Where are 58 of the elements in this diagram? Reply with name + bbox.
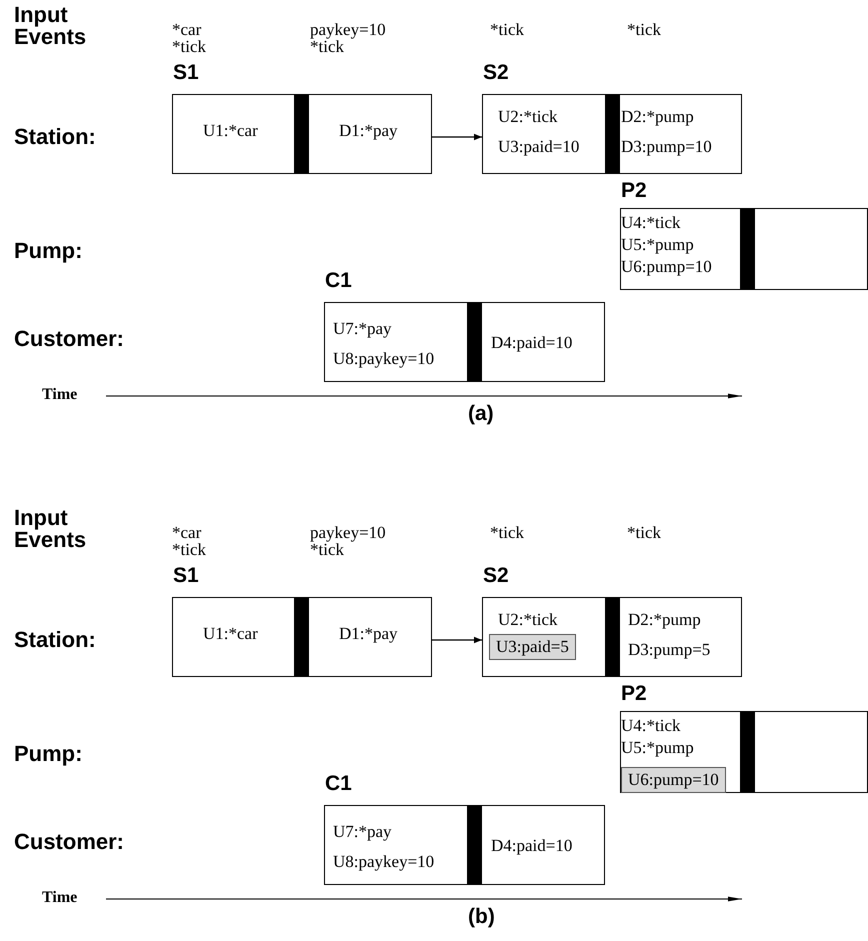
box-heading: P2 — [621, 682, 647, 706]
arrow — [432, 134, 482, 140]
row-label: Station: — [14, 629, 96, 651]
box-heading: C1 — [325, 772, 352, 796]
event-text: U1:*car — [203, 624, 258, 644]
row-label: Pump: — [14, 240, 82, 262]
event-text: U7:*pay — [333, 822, 392, 842]
box-heading: S1 — [173, 61, 199, 85]
highlighted-event: U6:pump=10 — [621, 767, 726, 793]
input-event: *tick — [310, 541, 344, 559]
highlighted-event: U3:paid=5 — [489, 634, 576, 660]
axis-label: Time — [42, 386, 78, 404]
row-label: Customer: — [14, 328, 124, 350]
input-event: paykey=10 — [310, 524, 386, 542]
row-label: Input Events — [14, 4, 88, 48]
event-text: U7:*pay — [333, 319, 392, 339]
event-text: D2:*pump — [621, 107, 694, 127]
panel-caption: (b) — [468, 905, 495, 929]
row-label: Pump: — [14, 743, 82, 765]
input-event: *tick — [172, 38, 206, 56]
input-event: *car — [172, 21, 202, 39]
input-event: *car — [172, 524, 202, 542]
event-text: U4:*tick — [621, 213, 680, 233]
event-text: U2:*tick — [498, 107, 558, 127]
event-text: D2:*pump — [628, 610, 701, 630]
event-text: U8:paykey=10 — [333, 852, 434, 872]
event-text: D4:paid=10 — [491, 836, 572, 856]
event-text: U5:*pump — [621, 738, 694, 758]
box-heading: S2 — [483, 564, 509, 588]
row-label: Input Events — [14, 507, 88, 551]
panel-caption: (a) — [468, 402, 494, 426]
event-text: D1:*pay — [339, 624, 398, 644]
axis-label: Time — [42, 889, 78, 907]
arrow — [432, 636, 482, 644]
input-event: *tick — [490, 524, 524, 542]
event-text: D3:pump=5 — [628, 640, 710, 660]
box-heading: S2 — [483, 61, 509, 85]
event-text: U2:*tick — [498, 610, 558, 630]
event-text: U4:*tick — [621, 716, 680, 736]
input-event: paykey=10 — [310, 21, 386, 39]
event-text: D4:paid=10 — [491, 333, 572, 353]
event-text: U6:pump=10 — [621, 257, 712, 277]
box-heading: S1 — [173, 564, 199, 588]
event-text: D1:*pay — [339, 121, 398, 141]
event-text: U5:*pump — [621, 235, 694, 255]
box-heading: P2 — [621, 179, 647, 203]
row-label: Station: — [14, 126, 96, 148]
event-text: U8:paykey=10 — [333, 349, 434, 369]
event-text: D3:pump=10 — [621, 137, 712, 157]
input-event: *tick — [490, 21, 524, 39]
box-heading: C1 — [325, 269, 352, 293]
row-label: Customer: — [14, 831, 124, 853]
input-event: *tick — [627, 21, 661, 39]
event-text: U1:*car — [203, 121, 258, 141]
input-event: *tick — [172, 541, 206, 559]
input-event: *tick — [310, 38, 344, 56]
input-event: *tick — [627, 524, 661, 542]
event-text: U3:paid=10 — [498, 137, 580, 157]
